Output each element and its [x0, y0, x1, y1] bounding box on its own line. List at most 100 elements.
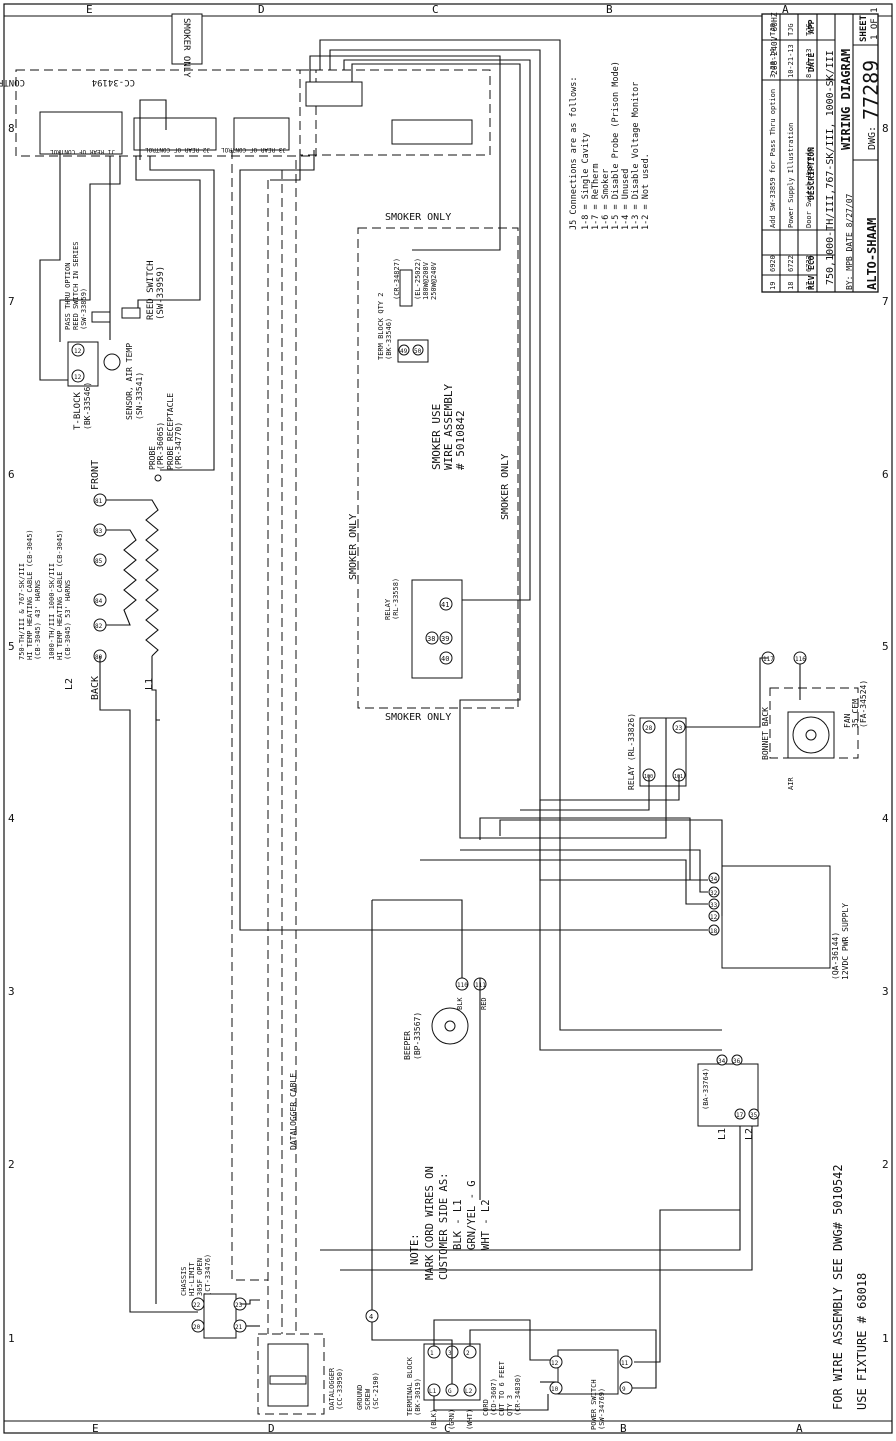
svg-text:TJG: TJG	[805, 23, 813, 36]
svg-text:(PR-34770): (PR-34770)	[174, 422, 183, 470]
title-block: ALTO-SHAAM DWG: 77289 SHEET 1 OF 1 WIRIN…	[761, 7, 883, 293]
sheet-value: 1 OF 1	[870, 7, 880, 40]
diagram-title: WIRING DIAGRAM	[839, 49, 853, 150]
probe-receptacle: PROBE (PR-36065) PROBE RECEPTACLE (PR-34…	[148, 393, 183, 482]
svg-text:L2: L2	[64, 678, 75, 690]
zone-letter: C	[444, 1422, 451, 1435]
smoker-use-label: SMOKER USE	[430, 404, 443, 470]
svg-text:40: 40	[441, 655, 449, 663]
svg-text:L2: L2	[465, 1388, 473, 1395]
svg-text:12VDC PWR SUPPLY: 12VDC PWR SUPPLY	[841, 903, 850, 980]
svg-text:(QA-36144): (QA-36144)	[831, 932, 840, 980]
zone-number: 7	[8, 295, 15, 308]
svg-text:83: 83	[95, 528, 103, 535]
svg-text:(FA-34524): (FA-34524)	[859, 680, 868, 728]
svg-text:(CB-3045) 43' HARNS: (CB-3045) 43' HARNS	[34, 580, 42, 660]
svg-text:(CR-34827): (CR-34827)	[393, 258, 401, 300]
zone-number: 6	[8, 468, 15, 481]
zone-number: 1	[882, 1332, 889, 1345]
relay-right: RELAY (RL-33826) 28 23 100 101	[627, 713, 687, 790]
beeper: BEEPER (BP-33567) BLK RED 110 111	[403, 977, 488, 1060]
svg-text:HI TEMP HEATING CABLE (CB-3045: HI TEMP HEATING CABLE (CB-3045)	[56, 529, 64, 660]
j5-line: 1-5 = Disable Probe (Prison Mode)	[611, 61, 621, 230]
svg-text:HI TEMP HEATING CABLE (CB-3045: HI TEMP HEATING CABLE (CB-3045)	[26, 529, 34, 660]
zone-number: 8	[8, 122, 15, 135]
svg-text:SENSOR, AIR TEMP: SENSOR, AIR TEMP	[125, 343, 134, 420]
svg-text:BONNET BACK: BONNET BACK	[761, 707, 770, 760]
front-label: FRONT	[90, 460, 101, 490]
svg-text:SCREW: SCREW	[364, 1388, 372, 1410]
smoker-only-label: SMOKER ONLY	[385, 712, 451, 723]
svg-text:RELAY (RL-33826): RELAY (RL-33826)	[627, 713, 636, 790]
cord-note: NOTE: MARK CORD WIRES ON CUSTOMER SIDE A…	[409, 1166, 492, 1280]
svg-text:(CD-3607): (CD-3607)	[490, 1378, 498, 1416]
svg-text:10-21-13: 10-21-13	[787, 44, 795, 78]
smoker-element	[399, 269, 413, 307]
zone-letter: D	[258, 3, 265, 16]
control-board: CONTROL CC-34194 J1 REAR OF CONTROL J2 R…	[0, 69, 317, 157]
svg-text:17: 17	[736, 1112, 744, 1119]
svg-text:(CT-33476): (CT-33476)	[204, 1254, 212, 1296]
j2-rear-label: J2 REAR OF CONTROL	[145, 146, 210, 153]
svg-text:35: 35	[750, 1112, 758, 1119]
svg-text:8-19-13: 8-19-13	[805, 48, 813, 78]
j5-line: 1-3 = Disable Voltage Monitor	[631, 82, 641, 230]
zone-letter: A	[796, 1422, 803, 1435]
svg-text:SMOKER ONLY: SMOKER ONLY	[181, 18, 191, 78]
svg-text:(SW-33859): (SW-33859)	[80, 288, 88, 330]
voltage: 208-240V 60HZ	[770, 12, 779, 75]
svg-text:Door Switch Upgrade: Door Switch Upgrade	[805, 148, 813, 228]
svg-text:CUT TO 6 FEET: CUT TO 6 FEET	[498, 1360, 506, 1416]
fan: BONNET BACK FAN 35 CFM (FA-34524) AIR 11…	[761, 651, 868, 790]
svg-text:82: 82	[95, 623, 103, 630]
svg-text:33: 33	[710, 902, 718, 909]
smoker-only-label: SMOKER ONLY	[385, 212, 451, 223]
svg-text:(BK-3019): (BK-3019)	[414, 1378, 422, 1416]
fixture-note: USE FIXTURE # 68018	[855, 1273, 869, 1410]
svg-text:18: 18	[710, 928, 718, 935]
svg-text:3: 3	[448, 1350, 452, 1357]
svg-text:FAN: FAN	[843, 713, 852, 728]
pass-thru-reed-switch: PASS THRU OPTION REED SWITCH IN SERIES (…	[64, 241, 166, 330]
j5-line: 1-7 = ReTherm	[591, 163, 601, 230]
svg-text:4: 4	[369, 1313, 373, 1321]
svg-text:(BK-33546): (BK-33546)	[385, 318, 393, 360]
svg-text:85: 85	[95, 558, 103, 565]
svg-text:39: 39	[441, 635, 449, 643]
svg-text:12: 12	[74, 374, 82, 381]
svg-text:Power Supply Illustration: Power Supply Illustration	[787, 123, 795, 228]
zone-letter: B	[606, 3, 613, 16]
svg-text:1: 1	[430, 1350, 434, 1357]
svg-text:RED: RED	[480, 997, 488, 1010]
svg-text:L2: L2	[744, 1128, 755, 1140]
ba-board: (BA-33764) 34 36 17 35 L1 L2	[697, 1054, 760, 1140]
rev-header: REV	[807, 275, 816, 290]
svg-text:G: G	[448, 1388, 452, 1395]
revision-row: 18 6722 Power Supply Illustration 10-21-…	[787, 23, 795, 290]
smoker-only-label: SMOKER ONLY	[500, 454, 511, 520]
svg-text:Add SW-33859 for Pass Thru opt: Add SW-33859 for Pass Thru option	[769, 89, 777, 228]
svg-text:POWER SWITCH: POWER SWITCH	[590, 1379, 598, 1430]
zone-number: 8	[882, 122, 889, 135]
svg-text:BLK - L1: BLK - L1	[452, 1199, 464, 1250]
svg-text:GROUND: GROUND	[356, 1385, 364, 1410]
svg-text:(CC-33950): (CC-33950)	[336, 1368, 344, 1410]
svg-text:250W@240V: 250W@240V	[430, 261, 438, 300]
j5-line: 1-6 = Smoker	[601, 169, 611, 230]
description-header: DESCRIPTION	[807, 147, 816, 200]
svg-text:PROBE: PROBE	[148, 446, 157, 470]
eco-header: ECO	[807, 255, 816, 270]
heating-cable: 750-TH/III & 767-SK/III HI TEMP HEATING …	[18, 460, 159, 700]
j5-line: 1-2 = Not used.	[641, 153, 651, 230]
svg-text:L1: L1	[429, 1388, 437, 1395]
svg-text:(SN-33541): (SN-33541)	[135, 372, 144, 420]
svg-text:(BK-33546): (BK-33546)	[83, 382, 92, 430]
svg-text:QTY 3: QTY 3	[506, 1395, 514, 1416]
svg-text:11: 11	[621, 1360, 629, 1367]
wire-assembly-note: FOR WIRE ASSEMBLY SEE DWG# 5010542	[831, 1164, 845, 1410]
air-temp-sensor	[103, 353, 121, 371]
hi-limit: CHASSIS HI-LIMIT 305F OPEN (CT-33476) 22…	[180, 1254, 247, 1339]
j1-rear-label: J1 REAR OF CONTROL	[50, 148, 115, 155]
svg-text:12: 12	[74, 348, 82, 355]
